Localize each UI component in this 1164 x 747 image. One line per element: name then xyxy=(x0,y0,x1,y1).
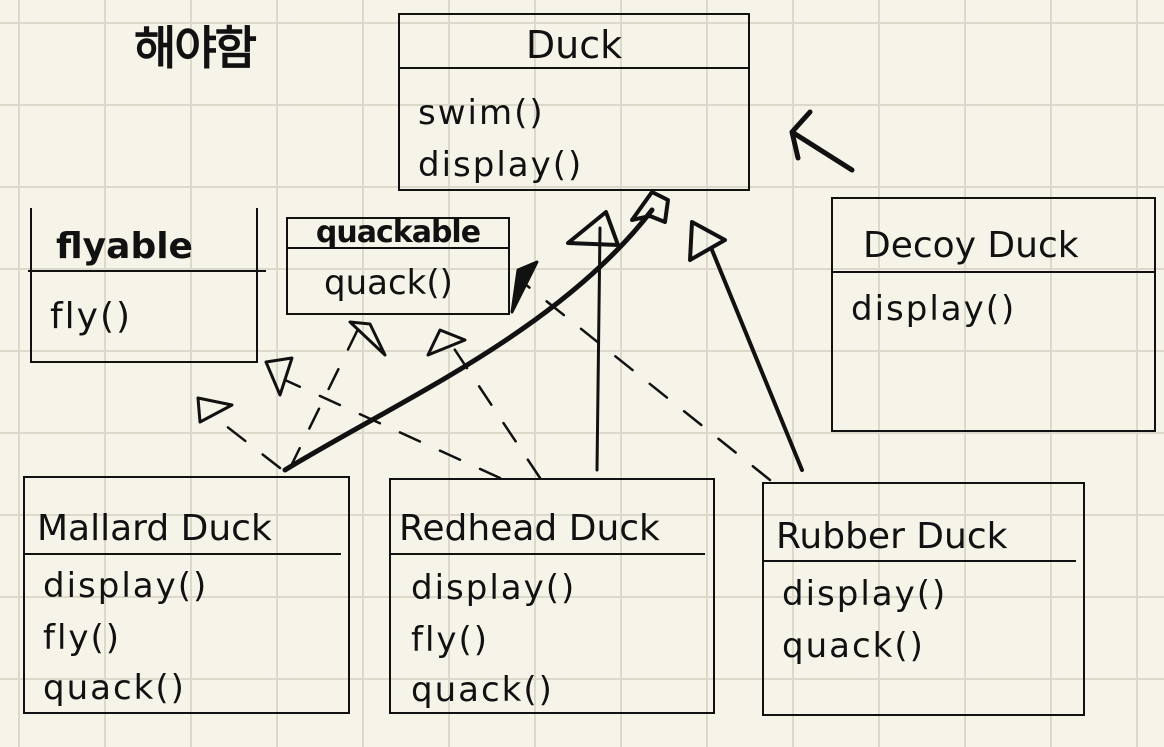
rubber-to-duck-line xyxy=(710,248,804,472)
class-decoy-method: display() xyxy=(851,289,1017,329)
arrowhead-decoy xyxy=(789,109,855,173)
class-mallard-method: quack() xyxy=(43,668,186,708)
class-decoy-name: Decoy Duck xyxy=(863,225,1079,266)
redhead-to-duck-line xyxy=(595,226,602,472)
class-mallard-method: fly() xyxy=(43,618,122,658)
class-quackable: quackable quack() xyxy=(286,215,510,315)
class-mallard-duck: Mallard Duck display() fly() quack() xyxy=(23,476,350,714)
class-redhead-name: Redhead Duck xyxy=(399,508,660,549)
class-redhead-method: fly() xyxy=(411,620,490,660)
class-flyable-name: flyable xyxy=(56,226,193,267)
realize-head-5 xyxy=(510,260,539,314)
class-flyable-divider xyxy=(28,270,266,272)
class-duck-name: Duck xyxy=(525,23,623,67)
class-redhead-method: quack() xyxy=(411,670,554,710)
class-flyable: flyable fly() xyxy=(28,208,266,363)
realize-head-1 xyxy=(196,396,234,424)
realize-head-2 xyxy=(264,356,294,397)
class-mallard-method: display() xyxy=(43,566,209,606)
class-mallard-divider xyxy=(25,553,341,555)
class-duck-method: swim() xyxy=(418,93,545,133)
class-rubber-method: display() xyxy=(782,574,948,614)
arrowhead-rubber xyxy=(688,220,727,262)
class-rubber-duck: Rubber Duck display() quack() xyxy=(762,482,1085,716)
class-rubber-name: Rubber Duck xyxy=(776,516,1008,557)
class-decoy-divider xyxy=(833,271,1154,273)
redhead-to-quackable-dashed xyxy=(443,333,542,480)
class-mallard-name: Mallard Duck xyxy=(37,508,272,549)
class-duck: Duck swim() display() xyxy=(398,13,750,191)
class-duck-divider xyxy=(400,67,748,69)
class-quackable-name: quackable xyxy=(315,215,481,250)
class-rubber-method: quack() xyxy=(782,626,925,666)
class-redhead-method: display() xyxy=(411,568,577,608)
arrowhead-mallard xyxy=(630,190,670,224)
class-quackable-method: quack() xyxy=(324,263,453,303)
class-redhead-divider xyxy=(391,553,705,555)
class-flyable-method: fly() xyxy=(50,296,133,337)
mallard-to-flyable-dashed xyxy=(210,413,282,470)
class-redhead-duck: Redhead Duck display() fly() quack() xyxy=(389,478,715,714)
redhead-to-flyable-dashed xyxy=(283,378,502,480)
realize-head-3 xyxy=(348,320,387,357)
korean-note: 해야함 xyxy=(134,21,257,75)
mallard-to-duck-line xyxy=(282,207,655,473)
arrowhead-redhead xyxy=(566,210,620,247)
mallard-to-quackable-dashed xyxy=(288,323,362,470)
realize-head-4 xyxy=(426,328,467,357)
class-quackable-divider xyxy=(288,247,508,249)
rubber-to-quackable-dashed xyxy=(518,278,772,482)
class-decoy-duck: Decoy Duck display() xyxy=(831,197,1156,432)
class-rubber-divider xyxy=(764,560,1076,562)
class-duck-method: display() xyxy=(418,145,584,185)
